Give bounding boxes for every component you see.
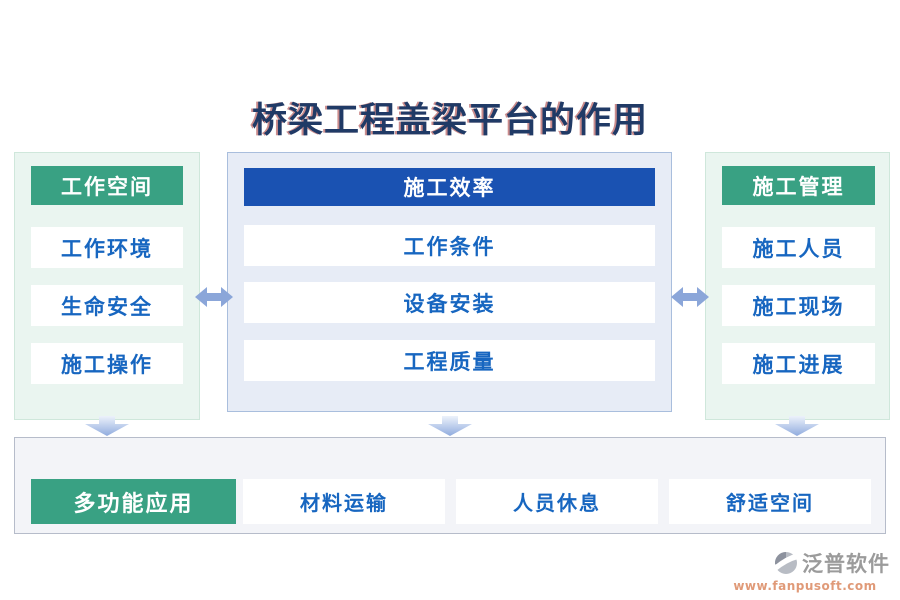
bottom-item-box: 人员休息 <box>456 479 658 524</box>
right-column-item: 施工进展 <box>722 343 875 384</box>
middle-column-header: 施工效率 <box>244 168 655 206</box>
fanpu-logo-icon <box>773 550 799 576</box>
left-column-item: 工作环境 <box>31 227 183 268</box>
right-column-item: 施工现场 <box>722 285 875 326</box>
bottom-highlight-box: 多功能应用 <box>31 479 236 524</box>
right-column-item: 施工人员 <box>722 227 875 268</box>
right-column-header: 施工管理 <box>722 166 875 205</box>
left-column-header: 工作空间 <box>31 166 183 205</box>
left-column: 工作空间 工作环境 生命安全 施工操作 <box>14 152 200 420</box>
left-right-arrow-icon <box>671 284 709 310</box>
middle-column-item: 设备安装 <box>244 282 655 323</box>
bottom-panel: 多功能应用 材料运输 人员休息 舒适空间 <box>14 437 886 534</box>
left-column-item: 生命安全 <box>31 285 183 326</box>
diagram-title: 桥梁工程盖梁平台的作用 <box>251 100 648 141</box>
middle-column-item: 工作条件 <box>244 225 655 266</box>
middle-column: 施工效率 工作条件 设备安装 工程质量 <box>227 152 672 412</box>
brand-url: www.fanpusoft.com <box>733 579 877 593</box>
down-arrow-icon <box>85 416 129 436</box>
watermark: 泛普软件 www.fanpusoft.com <box>720 548 890 593</box>
down-arrow-icon <box>428 416 472 436</box>
bottom-item-box: 舒适空间 <box>669 479 871 524</box>
left-right-arrow-icon <box>195 284 233 310</box>
brand-name: 泛普软件 <box>802 551 890 576</box>
down-arrow-icon <box>775 416 819 436</box>
middle-column-item: 工程质量 <box>244 340 655 381</box>
left-column-item: 施工操作 <box>31 343 183 384</box>
bottom-item-box: 材料运输 <box>243 479 445 524</box>
right-column: 施工管理 施工人员 施工现场 施工进展 <box>705 152 890 420</box>
